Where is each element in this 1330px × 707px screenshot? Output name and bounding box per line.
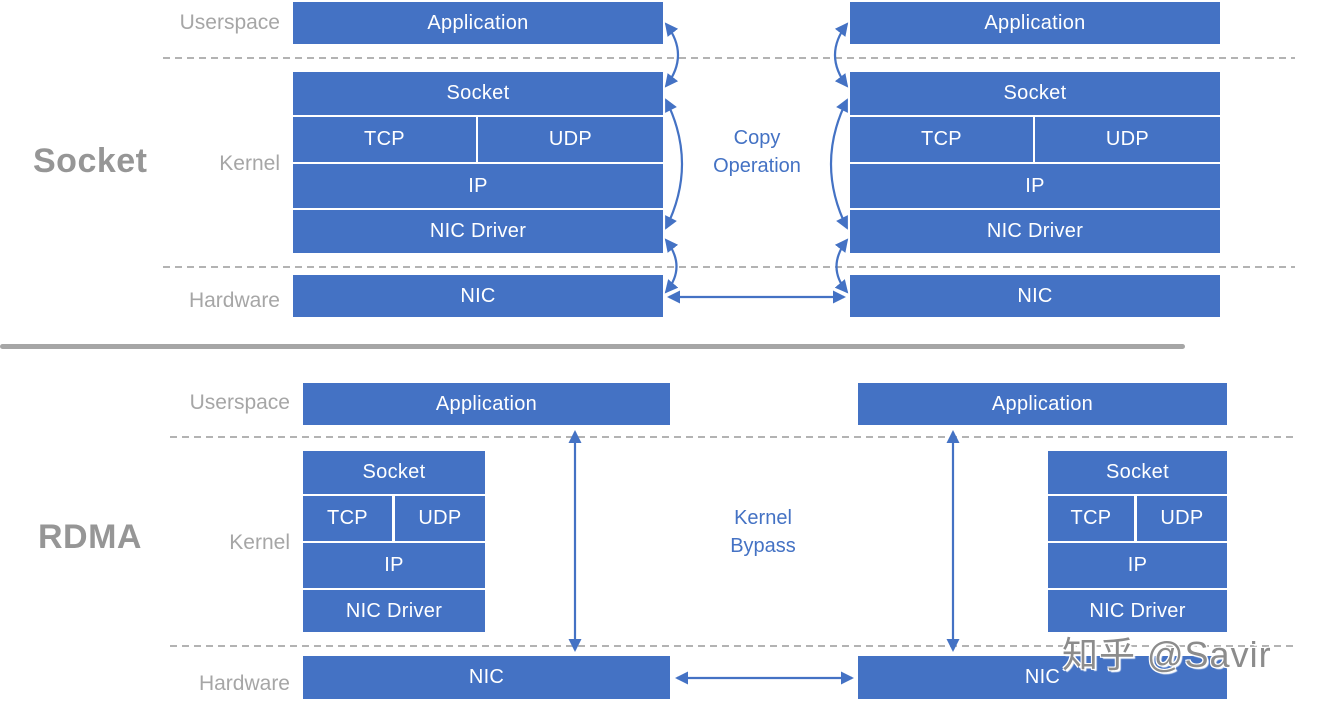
userspace-kernel-divider (170, 436, 1295, 438)
section-divider (0, 344, 1185, 349)
application-box: Application (858, 383, 1227, 425)
row-label-kernel: Kernel (219, 152, 280, 175)
nic-box: NIC (858, 656, 1227, 699)
nic-box: NIC (303, 656, 670, 699)
nic-driver-box: NIC Driver (303, 590, 485, 632)
udp-box: UDP (1035, 117, 1220, 162)
ip-box: IP (850, 164, 1220, 208)
ip-box: IP (1048, 543, 1227, 588)
row-label-userspace: Userspace (179, 11, 280, 34)
copy-operation-line2: Operation (713, 155, 801, 177)
socket-box: Socket (303, 451, 485, 494)
application-box: Application (293, 2, 663, 44)
row-label-userspace: Userspace (189, 391, 290, 414)
row-label-hardware: Hardware (198, 672, 290, 695)
kernel-hardware-divider (163, 266, 1295, 268)
udp-box: UDP (1137, 496, 1227, 541)
nic-box: NIC (293, 275, 663, 317)
ip-box: IP (303, 543, 485, 588)
kernel-bypass-line2: Bypass (730, 535, 796, 557)
tcp-box: TCP (850, 117, 1033, 162)
kernel-bypass-label: Kernel Bypass (663, 504, 863, 560)
nic-driver-box: NIC Driver (850, 210, 1220, 253)
kernel-bypass-line1: Kernel (734, 507, 792, 529)
userspace-kernel-divider (163, 57, 1295, 59)
socket-box: Socket (293, 72, 663, 115)
ip-box: IP (293, 164, 663, 208)
section-title-socket: Socket (33, 142, 148, 180)
application-box: Application (850, 2, 1220, 44)
row-label-kernel: Kernel (229, 531, 290, 554)
copy-operation-line1: Copy (733, 127, 781, 149)
socket-box: Socket (1048, 451, 1227, 494)
nic-driver-box: NIC Driver (1048, 590, 1227, 632)
application-box: Application (303, 383, 670, 425)
socket-box: Socket (850, 72, 1220, 115)
udp-box: UDP (478, 117, 663, 162)
udp-box: UDP (395, 496, 485, 541)
tcp-box: TCP (303, 496, 392, 541)
kernel-hardware-divider (170, 645, 1295, 647)
tcp-box: TCP (293, 117, 476, 162)
nic-box: NIC (850, 275, 1220, 317)
watermark: 知乎 @Savir (1062, 634, 1272, 675)
copy-operation-label: Copy Operation (657, 124, 857, 180)
nic-driver-box: NIC Driver (293, 210, 663, 253)
row-label-hardware: Hardware (188, 289, 280, 312)
tcp-box: TCP (1048, 496, 1134, 541)
section-title-rdma: RDMA (38, 518, 142, 556)
